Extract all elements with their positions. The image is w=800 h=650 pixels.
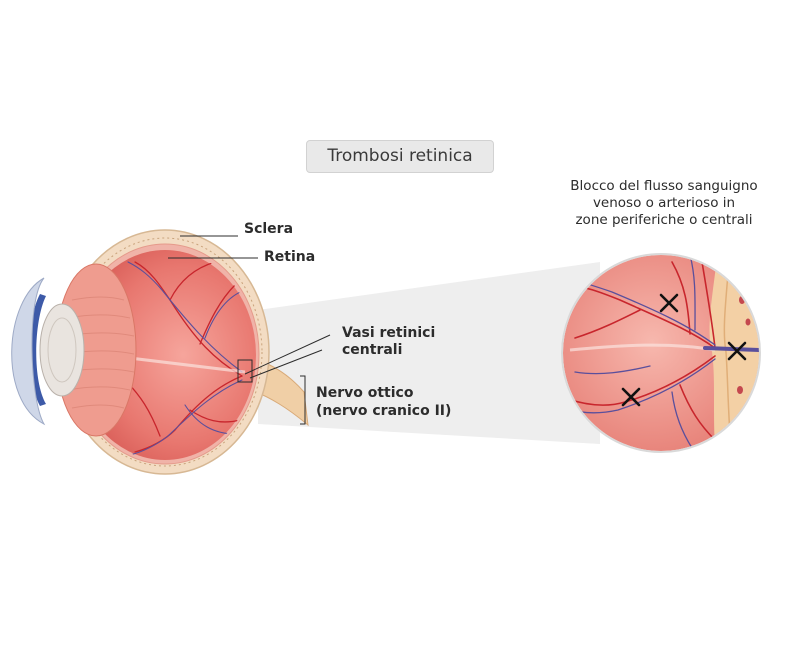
vessels-leader: [244, 334, 331, 375]
optic-nerve-label-line2: (nervo cranico II): [316, 403, 452, 419]
eyeball: [11, 229, 270, 475]
zoom-vessels-vein: [564, 255, 716, 449]
vessels-label: Vasi retinici centrali: [342, 325, 435, 359]
zoom-cone: [258, 262, 600, 444]
optic-nerve-label: Nervo ottico (nervo cranico II): [316, 384, 451, 420]
x-mark-icon: [727, 341, 747, 361]
retina-label: Retina: [264, 249, 316, 265]
cornea: [11, 277, 46, 426]
vessels-label-line1: Vasi retinici: [342, 325, 436, 341]
blockage-note-line2: venoso o arterioso in: [592, 195, 736, 211]
lens: [39, 303, 85, 397]
nerve-bracket: [300, 375, 306, 425]
blockage-note: Blocco del flusso sanguigno venoso o art…: [552, 178, 776, 229]
leader-lines: [168, 235, 331, 425]
x-mark-icon: [659, 293, 679, 313]
optic-nerve-label-line1: Nervo ottico: [316, 385, 414, 401]
blockage-note-line1: Blocco del flusso sanguigno: [570, 178, 758, 194]
blockage-note-line3: zone periferiche o centrali: [575, 212, 753, 228]
vessels-label-line2: centrali: [342, 342, 403, 358]
sclera-label: Sclera: [244, 221, 294, 237]
page-title: Trombosi retinica: [306, 140, 494, 173]
x-mark-icon: [621, 387, 641, 407]
